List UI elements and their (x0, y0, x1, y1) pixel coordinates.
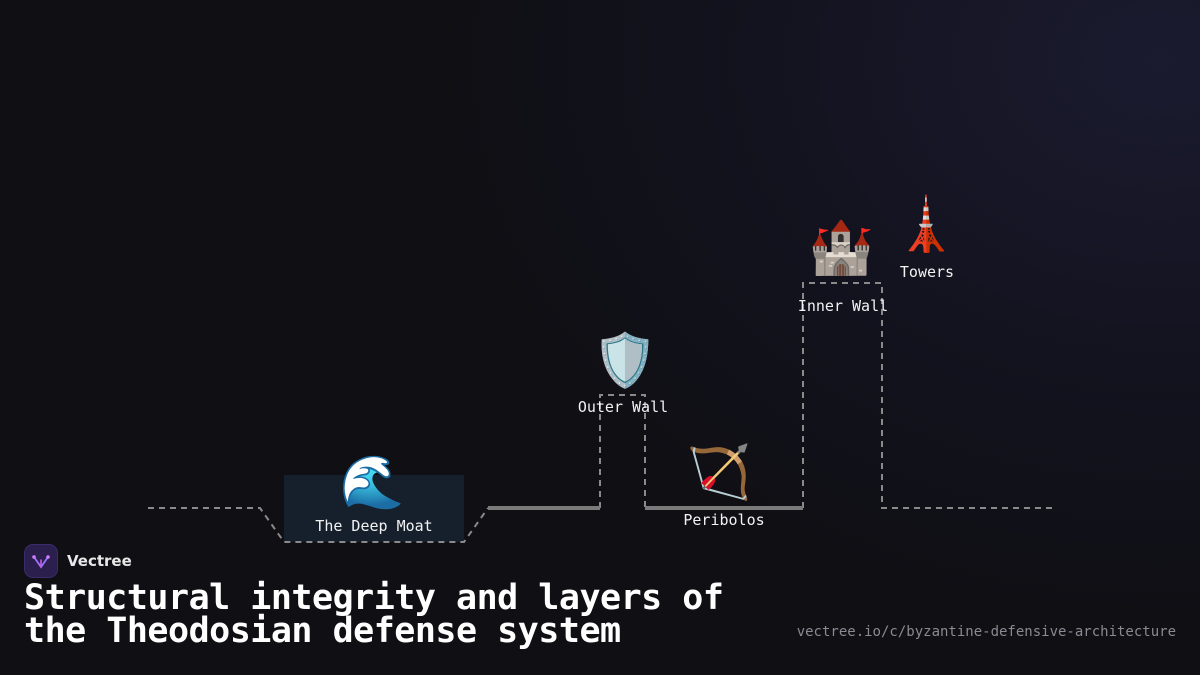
inner-wall-profile (802, 282, 1052, 509)
moat-area (284, 475, 464, 542)
tower-icon: 🗼 (894, 193, 959, 255)
source-url: vectree.io/c/byzantine-defensive-archite… (796, 624, 1176, 640)
page-title: Structural integrity and layers of the T… (24, 578, 724, 651)
outer-wall-label: Outer Wall (578, 398, 668, 416)
peribolos-label: Peribolos (683, 511, 764, 529)
inner-wall-label: Inner Wall (798, 297, 888, 315)
moat-label: The Deep Moat (315, 517, 432, 535)
brand: Vectree (24, 544, 132, 578)
bow-and-arrow-icon: 🏹 (687, 442, 752, 503)
shield-icon: 🛡️ (593, 330, 658, 391)
towers-label: Towers (900, 263, 954, 281)
castle-icon: 🏰 (809, 218, 874, 278)
vectree-logo-icon (24, 544, 58, 578)
water-wave-icon: 🌊 (340, 452, 405, 513)
outer-wall-profile (599, 394, 646, 508)
brand-name: Vectree (67, 552, 132, 570)
